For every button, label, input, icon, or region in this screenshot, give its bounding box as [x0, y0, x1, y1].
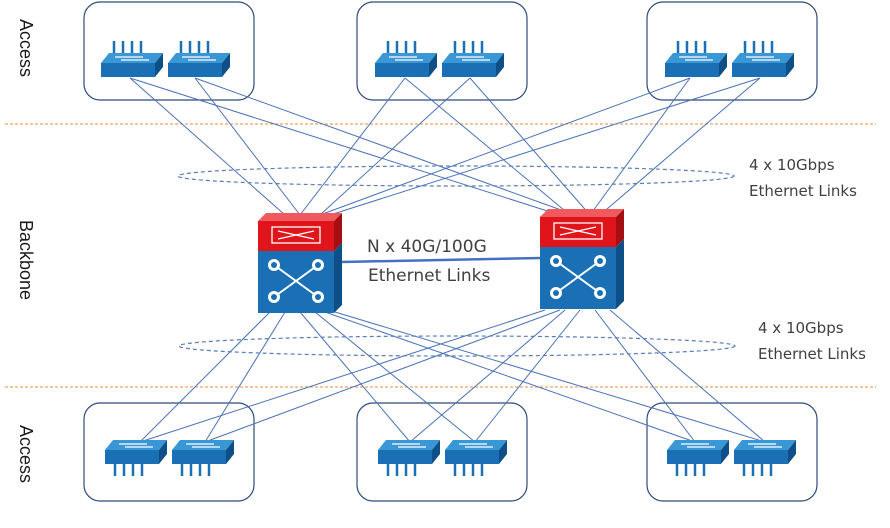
tier-label-top-access: Access	[16, 19, 36, 77]
access-group-top-3	[646, 1, 818, 101]
access-switch-icon	[103, 438, 169, 478]
lower-bundle-ellipse	[178, 335, 736, 357]
core-switch-icon	[257, 212, 343, 314]
lower-bundle-label-line2: Ethernet Links	[758, 345, 866, 363]
upper-bundle-ellipse	[177, 165, 735, 187]
tier-label-backbone: Backbone	[16, 220, 36, 300]
access-switch-icon	[373, 39, 439, 79]
access-group-bottom-1	[83, 402, 255, 502]
access-switch-icon	[166, 39, 232, 79]
core-link-label-line2: Ethernet Links	[368, 266, 490, 286]
upper-bundle-label-line2: Ethernet Links	[749, 182, 857, 200]
core-link-label-line1: N x 40G/100G	[367, 237, 487, 257]
access-switch-icon	[376, 438, 442, 478]
access-switch-icon	[170, 438, 236, 478]
access-switch-icon	[443, 438, 509, 478]
core-interconnect-link	[340, 256, 542, 264]
access-switch-icon	[730, 39, 796, 79]
access-switch-icon	[440, 39, 506, 79]
lower-bundle-label-line1: 4 x 10Gbps	[758, 319, 844, 337]
core-switch-icon	[539, 208, 625, 310]
access-group-top-2	[356, 1, 528, 101]
access-group-top-1	[83, 1, 255, 101]
access-switch-icon	[663, 39, 729, 79]
tier-label-bottom-access: Access	[16, 425, 36, 483]
access-switch-icon	[665, 438, 731, 478]
upper-bundle-label-line1: 4 x 10Gbps	[749, 156, 835, 174]
access-switch-icon	[732, 438, 798, 478]
access-group-bottom-3	[646, 402, 818, 502]
access-switch-icon	[99, 39, 165, 79]
upper-links	[129, 77, 761, 216]
access-group-bottom-2	[356, 402, 528, 502]
lower-links	[139, 309, 766, 443]
